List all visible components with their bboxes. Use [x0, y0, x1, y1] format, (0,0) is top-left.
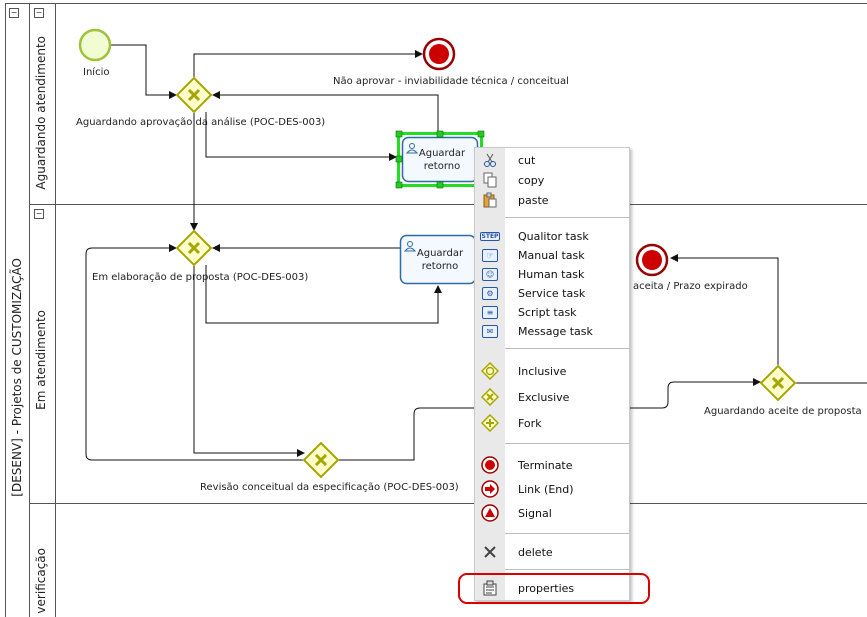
- copy-icon: [481, 172, 499, 188]
- end-expired-label: aceita / Prazo expirado: [633, 281, 748, 292]
- message-task-icon: ✉: [481, 323, 499, 339]
- paste-icon: [481, 192, 499, 208]
- menu-item-label: Exclusive: [518, 391, 570, 404]
- menu-item-message-task[interactable]: ✉ Message task: [475, 321, 629, 341]
- pool-frame: [5, 3, 867, 617]
- menu-item-label: Inclusive: [518, 365, 567, 378]
- menu-item-inclusive[interactable]: Inclusive: [475, 361, 629, 381]
- menu-item-cut[interactable]: cut: [475, 150, 629, 170]
- human-task-icon: [405, 143, 419, 154]
- link-end-event-icon: [481, 480, 499, 498]
- start-event[interactable]: [78, 28, 112, 62]
- menu-item-label: Terminate: [518, 459, 573, 472]
- script-task-icon: ≡: [481, 304, 499, 320]
- gateway-analysis-label: Aguardando aprovação da análise (POC-DES…: [76, 117, 326, 128]
- menu-item-label: Signal: [518, 507, 552, 520]
- menu-item-label: properties: [518, 582, 575, 595]
- menu-item-label: Message task: [518, 325, 593, 338]
- menu-item-qualitor-task[interactable]: STEP Qualitor task: [475, 226, 629, 246]
- lane-label-em-atendimento: Em atendimento: [34, 310, 48, 410]
- properties-highlight-annotation: [458, 573, 650, 604]
- menu-item-terminate[interactable]: Terminate: [475, 455, 629, 475]
- terminate-event-icon: [481, 456, 499, 474]
- lane-label-verificacao: verificação: [34, 548, 48, 614]
- properties-icon: [481, 580, 499, 596]
- fork-gateway-icon: [481, 414, 499, 432]
- human-task-icon: [403, 241, 417, 252]
- gateway-accept[interactable]: [759, 364, 797, 402]
- menu-separator: [505, 533, 629, 534]
- end-reject-label: Não aprovar - inviabilidade técnica / co…: [333, 76, 569, 87]
- context-menu: cut copy paste STEP Qualitor task ☞ Manu…: [474, 147, 630, 601]
- menu-item-copy[interactable]: copy: [475, 170, 629, 190]
- exclusive-gateway-icon: [481, 388, 499, 406]
- menu-item-script-task[interactable]: ≡ Script task: [475, 302, 629, 322]
- gateway-proposal-label: Em elaboração de proposta (POC-DES-003): [92, 272, 309, 283]
- manual-task-icon: ☞: [481, 247, 499, 263]
- menu-item-link-end[interactable]: Link (End): [475, 479, 629, 499]
- menu-item-label: delete: [518, 546, 553, 559]
- flow-gw-revision-to-gw2[interactable]: [85, 244, 304, 461]
- flow-gw1-to-end-reject[interactable]: [193, 50, 423, 77]
- gateway-revision-label: Revisão conceitual da especificação (POC…: [200, 482, 459, 493]
- menu-item-label: Manual task: [518, 249, 585, 262]
- signal-event-icon: [481, 504, 499, 522]
- gateway-proposal[interactable]: [175, 229, 213, 267]
- menu-item-label: Human task: [518, 268, 585, 281]
- gateway-analysis[interactable]: [175, 76, 213, 114]
- menu-item-delete[interactable]: delete: [475, 542, 629, 562]
- human-task-icon: ☺: [481, 266, 499, 282]
- menu-item-label: Fork: [518, 417, 542, 430]
- task-top-label: Aguardar retorno: [418, 148, 466, 172]
- start-event-label: Início: [83, 67, 110, 78]
- flow-gw1-to-task-top[interactable]: [205, 112, 397, 161]
- menu-item-exclusive[interactable]: Exclusive: [475, 387, 629, 407]
- flow-gw2-to-task-mid[interactable]: [205, 265, 442, 324]
- flow-gw-accept-to-end-expired[interactable]: [670, 254, 779, 366]
- menu-item-manual-task[interactable]: ☞ Manual task: [475, 245, 629, 265]
- menu-item-label: Script task: [518, 306, 577, 319]
- lane-2-collapse-button[interactable]: −: [34, 209, 44, 219]
- sequence-flows: [85, 44, 867, 461]
- menu-item-label: Qualitor task: [518, 230, 589, 243]
- menu-item-fork[interactable]: Fork: [475, 413, 629, 433]
- scissors-icon: [481, 152, 499, 168]
- menu-item-human-task[interactable]: ☺ Human task: [475, 264, 629, 284]
- pool-collapse-button[interactable]: −: [9, 8, 19, 18]
- menu-item-service-task[interactable]: ⚙ Service task: [475, 283, 629, 303]
- inclusive-gateway-icon: [481, 362, 499, 380]
- end-event-expired[interactable]: [635, 243, 669, 277]
- menu-separator: [505, 217, 629, 218]
- flow-start-to-gw1[interactable]: [111, 44, 177, 99]
- menu-item-label: Link (End): [518, 483, 574, 496]
- menu-item-label: Service task: [518, 287, 586, 300]
- lane-label-aguardando: Aguardando atendimento: [34, 36, 48, 190]
- gateway-accept-label: Aguardando aceite de proposta: [704, 406, 862, 417]
- menu-separator: [505, 569, 629, 570]
- menu-item-properties[interactable]: properties: [475, 578, 629, 598]
- flow-gw-revision-to-right[interactable]: [338, 407, 474, 461]
- task-mid-label: Aguardar retorno: [416, 248, 464, 272]
- flow-task-top-to-gw1[interactable]: [212, 91, 439, 132]
- menu-item-label: cut: [518, 154, 536, 167]
- menu-separator: [505, 348, 629, 349]
- task-top-selected[interactable]: [395, 130, 485, 189]
- menu-separator: [505, 443, 629, 444]
- step-task-icon: STEP: [479, 231, 501, 241]
- menu-item-signal[interactable]: Signal: [475, 503, 629, 523]
- menu-item-paste[interactable]: paste: [475, 190, 629, 210]
- flow-menu-to-gw-accept[interactable]: [629, 378, 761, 409]
- pool-label: [DESENV] - Projetos de CUSTOMIZAÇÃO: [10, 258, 24, 497]
- menu-item-label: copy: [518, 174, 545, 187]
- flow-gw2-to-gw-revision[interactable]: [193, 265, 305, 457]
- menu-item-label: paste: [518, 194, 549, 207]
- service-task-icon: ⚙: [481, 285, 499, 301]
- gateway-revision[interactable]: [302, 441, 340, 479]
- lane-1-collapse-button[interactable]: −: [34, 8, 44, 18]
- end-event-reject[interactable]: [422, 37, 456, 71]
- delete-icon: [481, 544, 499, 560]
